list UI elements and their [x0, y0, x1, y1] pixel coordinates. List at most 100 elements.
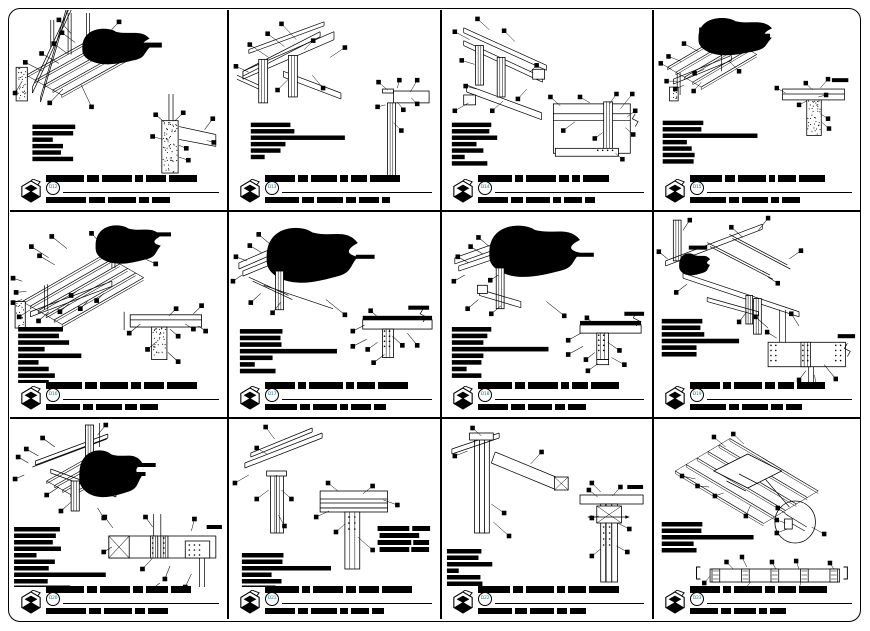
- iso-cube-icon: [240, 179, 260, 203]
- panel-title-bars: [265, 586, 432, 593]
- title-bar-segment: [478, 586, 510, 593]
- subtitle-bar-segment: [346, 197, 356, 203]
- title-bar-segment: [340, 175, 348, 182]
- subtitle-bar-segment: [771, 404, 783, 410]
- subtitle-bar-segment: [564, 197, 582, 203]
- subtitle-bar-segment: [786, 404, 802, 410]
- subtitle-bar-segment: [374, 404, 386, 410]
- detail-number: D21: [267, 595, 277, 601]
- subtitle-bar-segment: [759, 608, 767, 614]
- detail-number-badge: D21: [265, 592, 279, 606]
- panel-title-bars: [265, 175, 432, 182]
- title-bar-segment: [690, 382, 720, 389]
- detail-panel: D21: [229, 419, 438, 619]
- title-bar-segment: [583, 175, 609, 182]
- panel-subtitle-bars: [46, 404, 219, 410]
- subtitle-bar-segment: [478, 197, 508, 203]
- subtitle-bar-segment: [351, 608, 369, 614]
- title-bar-segment: [478, 175, 512, 182]
- panel-footer: D22: [452, 586, 644, 618]
- title-bar-segment: [346, 382, 354, 389]
- title-bar-segment: [738, 175, 766, 182]
- panel-title-bars: [690, 586, 852, 593]
- subtitle-bar-segment: [528, 404, 552, 410]
- title-bar-segment: [526, 175, 556, 182]
- column-divider: [652, 10, 654, 619]
- title-bar-segment: [102, 175, 132, 182]
- detail-number-badge: D16: [46, 388, 60, 402]
- title-underline: [282, 399, 432, 400]
- panel-subtitle-bars: [690, 197, 852, 203]
- title-bar-segment: [515, 175, 523, 182]
- detail-number-badge: D18: [478, 388, 492, 402]
- isometric-detail-drawing: [233, 21, 430, 176]
- detail-number: D19: [692, 391, 702, 397]
- detail-panel: D14: [442, 10, 650, 208]
- detail-number-badge: D14: [478, 181, 492, 195]
- sheet-border: [8, 8, 861, 622]
- subtitle-bar-segment: [46, 197, 86, 203]
- title-bar-segment: [171, 586, 191, 593]
- title-bar-segment: [46, 382, 82, 389]
- panel-subtitle-bars: [265, 404, 432, 410]
- title-bar-segment: [723, 382, 731, 389]
- panel-subtitle-bars: [46, 608, 219, 614]
- title-underline: [63, 603, 219, 604]
- title-bar-segment: [265, 175, 295, 182]
- panel-footer: D14: [452, 175, 644, 207]
- iso-cube-icon: [453, 590, 473, 614]
- subtitle-bar-segment: [511, 197, 523, 203]
- panel-title-bars: [478, 382, 644, 389]
- detail-number-badge: D15: [690, 181, 704, 195]
- title-bar-segment: [799, 586, 827, 593]
- subtitle-bar-segment: [83, 404, 93, 410]
- detail-panel: D13: [229, 10, 438, 208]
- subtitle-bar-segment: [742, 197, 768, 203]
- iso-cube-icon: [240, 386, 260, 410]
- title-bar-segment: [690, 586, 720, 593]
- panel-subtitle-bars: [690, 404, 852, 410]
- panel-subtitle-bars: [478, 404, 644, 410]
- title-bar-segment: [298, 175, 308, 182]
- iso-cube-icon: [453, 179, 473, 203]
- isometric-detail-drawing: [12, 422, 222, 587]
- title-bar-segment: [359, 586, 379, 593]
- subtitle-bar-segment: [140, 404, 158, 410]
- subtitle-bar-segment: [478, 404, 508, 410]
- title-bar-segment: [559, 175, 569, 182]
- detail-number: D17: [267, 391, 277, 397]
- subtitle-bar-segment: [742, 404, 768, 410]
- subtitle-bar-segment: [46, 608, 86, 614]
- panel-title-bars: [690, 382, 852, 389]
- row-divider: [10, 210, 860, 212]
- title-bar-segment: [146, 586, 168, 593]
- panel-footer: D19: [664, 382, 852, 414]
- subtitle-bar-segment: [721, 608, 731, 614]
- title-bar-segment: [311, 175, 337, 182]
- isometric-detail-drawing: [661, 431, 848, 587]
- detail-panel: D23: [654, 419, 858, 619]
- title-bar-segment: [131, 382, 141, 389]
- iso-cube-icon: [21, 386, 41, 410]
- title-underline: [707, 192, 852, 193]
- title-bar-segment: [87, 586, 97, 593]
- title-underline: [63, 192, 219, 193]
- subtitle-bar-segment: [372, 608, 384, 614]
- title-bar-segment: [799, 175, 825, 182]
- title-bar-segment: [313, 586, 343, 593]
- title-bar-segment: [513, 586, 523, 593]
- subtitle-bar-segment: [96, 404, 122, 410]
- subtitle-bar-segment: [729, 404, 739, 410]
- detail-number-badge: D20: [46, 592, 60, 606]
- isometric-detail-drawing: [451, 16, 639, 166]
- panel-footer: D16: [20, 382, 219, 414]
- subtitle-bar-segment: [351, 404, 371, 410]
- detail-number: D20: [48, 595, 58, 601]
- subtitle-bar-segment: [152, 197, 170, 203]
- title-bar-segment: [100, 586, 130, 593]
- isometric-detail-drawing: [230, 227, 433, 374]
- panel-title-bars: [478, 175, 644, 182]
- iso-cube-icon: [665, 386, 685, 410]
- subtitle-bar-segment: [690, 608, 718, 614]
- subtitle-bar-segment: [135, 608, 145, 614]
